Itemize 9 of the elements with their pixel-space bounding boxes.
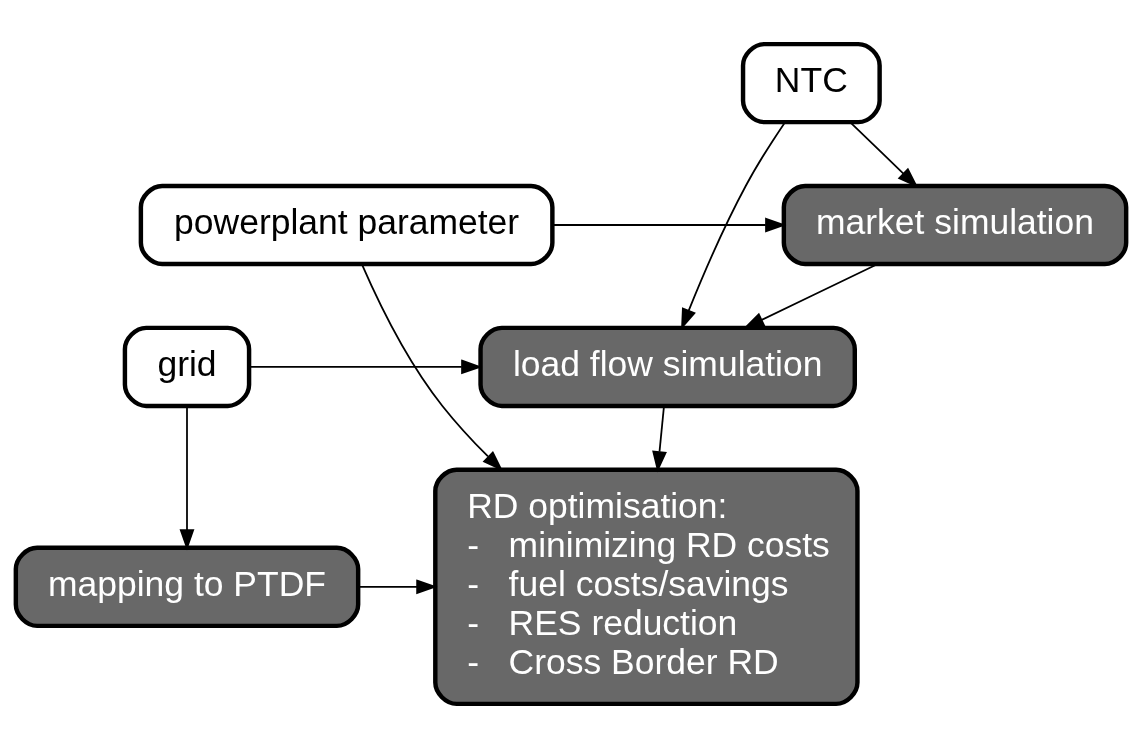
node-box: grid (122, 325, 252, 409)
arrow (743, 263, 879, 329)
node-box: market simulation (781, 183, 1129, 267)
node-box: powerplant parameter (138, 183, 555, 267)
arrow (652, 405, 667, 473)
node-box: load flow simulation (478, 325, 857, 409)
node-box: NTC (740, 41, 882, 125)
node-box: mapping to PTDF (13, 545, 361, 629)
node-box: RD optimisation: - minimizing RD costs - fuel costs/savings - RES reduction - Cross Border RD (433, 467, 860, 707)
